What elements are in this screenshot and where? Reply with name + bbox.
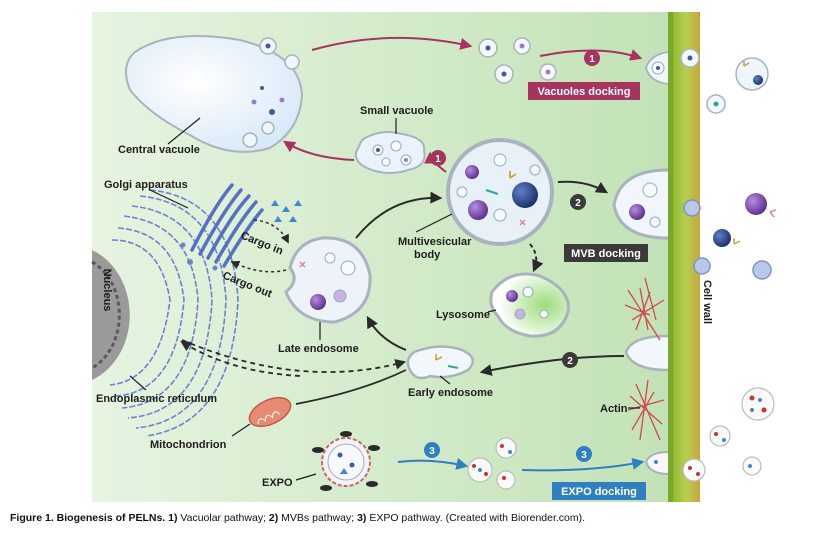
tag-mvb-docking: MVB docking xyxy=(564,244,648,262)
early-endosome xyxy=(406,345,475,380)
arrow-expo-to-vesicles xyxy=(397,458,469,470)
wall-endosome xyxy=(624,334,669,372)
lysosome xyxy=(489,272,570,338)
step-badge-2b-label: 2 xyxy=(567,356,573,367)
label-mvb-line2: body xyxy=(414,249,441,261)
cargo-particles xyxy=(271,200,302,222)
arrow-cargo-in xyxy=(253,219,289,244)
central-vacuole xyxy=(125,35,304,153)
pathway-arrows xyxy=(180,36,645,472)
label-mvb-line1: Multivesicular xyxy=(398,236,472,248)
nucleus: Nucleus xyxy=(91,250,130,380)
expo-docking-site xyxy=(644,451,669,475)
label-actin: Actin xyxy=(600,403,628,415)
tag-mvb-docking-label: MVB docking xyxy=(571,248,641,260)
step-badge-1b: 1 xyxy=(430,150,446,166)
label-central-vacuole: Central vacuole xyxy=(118,144,200,156)
leader-lines xyxy=(129,117,640,481)
label-early-endosome: Early endosome xyxy=(408,387,493,399)
arrow-mitochondrion-to-endosome xyxy=(295,369,407,405)
label-lysosome: Lysosome xyxy=(436,309,490,321)
label-golgi-apparatus: Golgi apparatus xyxy=(104,179,188,191)
caption-p1-num: 1) xyxy=(168,512,178,524)
label-late-endosome: Late endosome xyxy=(278,343,359,355)
caption-figure-title: Figure 1. Biogenesis of PELNs. xyxy=(10,512,166,524)
tag-vacuoles-docking: Vacuoles docking xyxy=(528,82,640,100)
late-endosome xyxy=(284,236,372,324)
step-badge-2b: 2 xyxy=(562,352,578,368)
expo xyxy=(312,431,380,491)
label-cell-wall: Cell wall xyxy=(701,280,713,324)
nucleus-label: Nucleus xyxy=(101,269,113,312)
arrow-mvb-to-lysosome xyxy=(529,243,544,273)
multivesicular-body xyxy=(446,138,554,246)
step-badge-1a: 1 xyxy=(584,50,600,66)
arrow-endosome-to-er xyxy=(180,340,301,377)
arrow-vesicles-to-wall-expo xyxy=(521,457,645,472)
actin-filaments xyxy=(624,277,665,441)
vacuolar-vesicles xyxy=(478,37,557,84)
label-small-vacuole: Small vacuole xyxy=(360,105,433,117)
arrow-vacuole-to-vesicles xyxy=(311,36,473,51)
arrow-late-endosome-to-mvb xyxy=(355,191,443,239)
expo-vesicles xyxy=(467,437,517,490)
tag-expo-docking: EXPO docking xyxy=(552,482,646,500)
figure-caption: Figure 1. Biogenesis of PELNs. 1) Vacuol… xyxy=(10,512,810,524)
label-endoplasmic-reticulum: Endoplasmic reticulum xyxy=(96,393,217,405)
extracellular-vesicles xyxy=(680,48,777,482)
label-expo: EXPO xyxy=(262,477,293,489)
caption-p1-text: Vacuolar pathway; xyxy=(177,512,266,524)
caption-p3-text: EXPO pathway. (Created with Biorender.co… xyxy=(366,512,586,524)
arrow-vesicles-to-wall xyxy=(539,49,643,61)
mvb-docking-site xyxy=(612,168,669,240)
cell-wall-membrane xyxy=(668,12,673,502)
tag-expo-docking-label: EXPO docking xyxy=(561,486,637,498)
step-badge-3a-label: 3 xyxy=(429,446,435,457)
small-vacuole xyxy=(354,131,426,174)
step-badge-2a-label: 2 xyxy=(575,198,581,209)
label-mitochondrion: Mitochondrion xyxy=(150,439,227,451)
arrow-small-vacuole-to-central xyxy=(282,140,355,161)
arrow-cargo-out xyxy=(230,260,287,273)
vacuole-docking-site xyxy=(645,51,669,85)
caption-p2-text: MVBs pathway; xyxy=(278,512,355,524)
caption-p2-num: 2) xyxy=(268,512,279,524)
cell-wall xyxy=(672,12,700,502)
arrow-wall-to-early-endosome xyxy=(479,355,625,376)
tag-vacuoles-docking-label: Vacuoles docking xyxy=(538,86,631,98)
step-badge-1a-label: 1 xyxy=(589,54,595,65)
endoplasmic-reticulum xyxy=(109,189,239,437)
caption-p3-num: 3) xyxy=(357,512,367,524)
step-badge-3a: 3 xyxy=(424,442,440,458)
step-badge-3b-label: 3 xyxy=(581,450,587,461)
step-badge-3b: 3 xyxy=(576,446,592,462)
step-badge-1b-label: 1 xyxy=(435,154,441,165)
arrow-er-to-early-endosome xyxy=(181,339,407,373)
mitochondrion xyxy=(248,396,292,428)
arrow-early-to-late-endosome xyxy=(366,315,407,351)
golgi-apparatus xyxy=(180,183,264,271)
arrow-mvb-to-wall xyxy=(557,180,609,194)
step-badge-2a: 2 xyxy=(570,194,586,210)
